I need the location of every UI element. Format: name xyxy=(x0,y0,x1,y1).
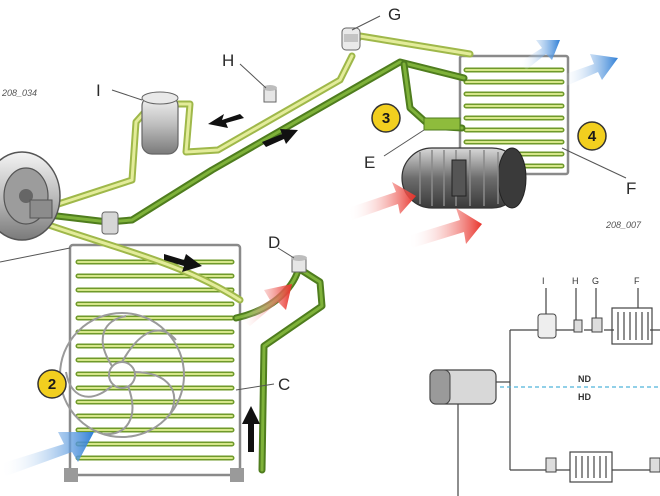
condenser-frame xyxy=(68,243,242,477)
label-e: E xyxy=(364,153,375,172)
badge-4: 4 xyxy=(577,121,607,151)
service-valve xyxy=(101,211,119,235)
warm-air-arrow-3 xyxy=(240,284,292,326)
air-arrows xyxy=(0,40,618,476)
warm-air-arrow-2 xyxy=(408,208,482,248)
badge-2-text: 2 xyxy=(48,376,56,393)
schematic-condenser xyxy=(569,451,613,483)
expansion-valve xyxy=(423,117,461,131)
schematic-hd: HD xyxy=(578,392,591,402)
flow-arrow-right xyxy=(262,129,298,147)
refrigerant-lines xyxy=(36,32,474,474)
schematic-valve-bottom xyxy=(649,457,660,473)
pressure-switch-d xyxy=(291,255,307,273)
schematic-switch xyxy=(545,457,557,473)
valve-g xyxy=(341,27,361,51)
flow-arrow-left xyxy=(208,114,244,128)
flow-arrow-up xyxy=(242,406,260,452)
schematic-label-h: H xyxy=(572,276,579,286)
flow-arrows xyxy=(164,114,298,452)
schematic-sensor-h xyxy=(573,319,583,333)
badge-4-text: 4 xyxy=(588,128,597,145)
label-g: G xyxy=(388,5,401,24)
condenser-foot-right xyxy=(230,468,244,482)
leaders xyxy=(0,15,627,391)
schematic-nd: ND xyxy=(578,374,591,384)
badge-2: 2 xyxy=(37,369,67,399)
schematic: ND HD I H G F xyxy=(429,276,660,496)
condenser-fan xyxy=(59,312,185,438)
schematic-label-i: I xyxy=(542,276,545,286)
receiver-drier-i xyxy=(141,91,179,155)
schematic-receiver xyxy=(537,313,557,339)
ref-top-left: 208_034 xyxy=(1,88,37,98)
schematic-valve-g xyxy=(591,317,603,333)
schematic-label-f: F xyxy=(634,276,640,286)
cool-air-arrow-3 xyxy=(0,432,94,476)
badge-3-text: 3 xyxy=(382,110,390,127)
label-c: C xyxy=(278,375,290,394)
schematic-evaporator xyxy=(611,307,653,345)
badge-3: 3 xyxy=(371,103,401,133)
compressor xyxy=(0,151,61,241)
ref-right: 208_007 xyxy=(605,220,642,230)
condenser xyxy=(59,243,244,482)
label-d: D xyxy=(268,233,280,252)
label-f: F xyxy=(626,179,636,198)
flow-arrow-condenser xyxy=(164,254,202,272)
condenser-foot-left xyxy=(64,468,78,482)
label-h: H xyxy=(222,51,234,70)
warm-air-arrow-1 xyxy=(348,182,416,220)
label-i: I xyxy=(96,81,101,100)
sensor-h xyxy=(263,85,277,103)
cool-air-arrow-2 xyxy=(560,54,618,86)
schematic-label-g: G xyxy=(592,276,599,286)
cool-air-arrow-1 xyxy=(520,40,560,70)
blower-e xyxy=(401,147,527,209)
